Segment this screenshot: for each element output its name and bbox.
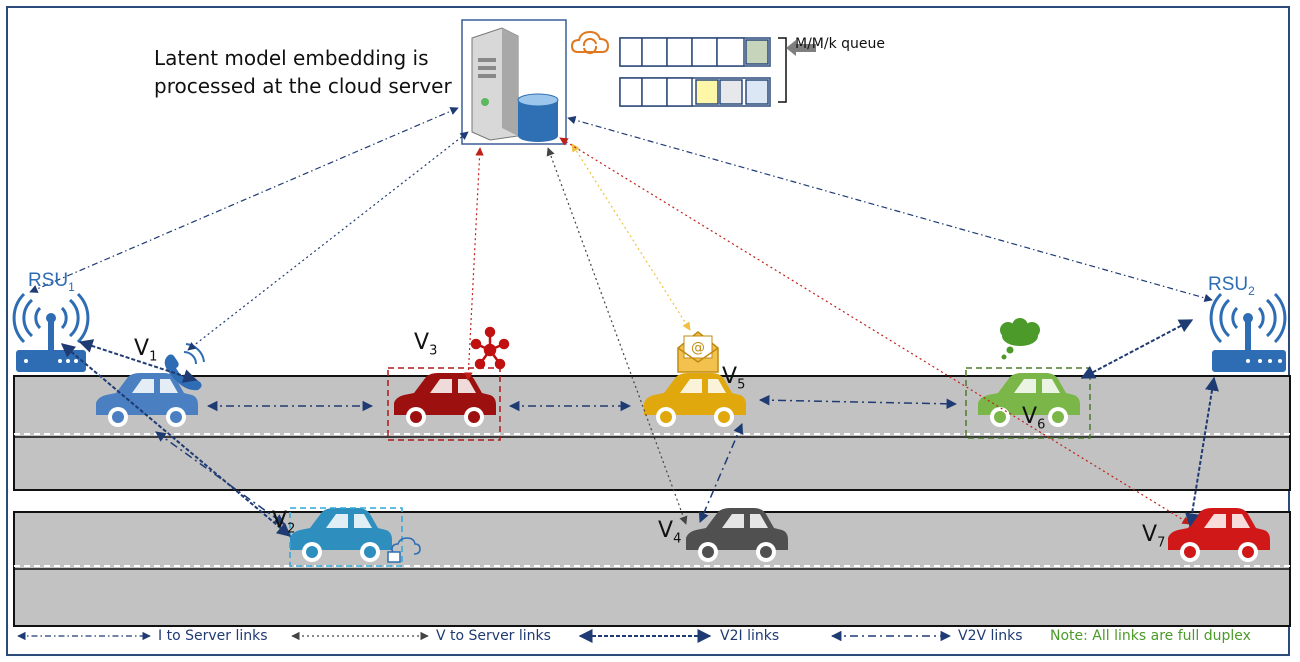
email-envelope-icon: @ bbox=[677, 331, 719, 373]
queue-label: M/M/k queue bbox=[795, 36, 886, 52]
legend-v2i: V2I links bbox=[720, 628, 780, 644]
legend-v2v: V2V links bbox=[958, 628, 1023, 644]
diagram-frame bbox=[6, 6, 1290, 656]
cloud-upload-icon bbox=[387, 537, 421, 563]
queue-bracket bbox=[778, 37, 787, 103]
vehicle-v3-label: V3 bbox=[414, 330, 438, 359]
vehicle-v1-label: V1 bbox=[134, 336, 158, 365]
queue-bottom bbox=[619, 77, 771, 107]
caption: Latent model embedding is processed at t… bbox=[154, 44, 474, 100]
caption-line-1: Latent model embedding is bbox=[154, 46, 429, 70]
vehicle-v4-label: V4 bbox=[658, 518, 682, 547]
svg-text:@: @ bbox=[691, 340, 705, 356]
legend-note: Note: All links are full duplex bbox=[1050, 628, 1251, 644]
network-hub-icon bbox=[470, 326, 510, 370]
v3-highlight-box bbox=[387, 367, 501, 441]
cloud-server-icon bbox=[461, 19, 567, 145]
queue-arrow-icon bbox=[786, 40, 816, 56]
v2-highlight-box bbox=[289, 507, 403, 567]
legend-v-to-server: V to Server links bbox=[436, 628, 551, 644]
caption-line-2: processed at the cloud server bbox=[154, 74, 452, 98]
rsu2-icon bbox=[1209, 292, 1287, 372]
legend-i-to-server: I to Server links bbox=[158, 628, 268, 644]
vehicle-v6-label: V6 bbox=[1022, 404, 1046, 433]
vehicle-v7-label: V7 bbox=[1142, 522, 1166, 551]
cloud-sync-icon bbox=[570, 30, 610, 55]
queue-top bbox=[619, 37, 771, 67]
rsu1-label: RSU1 bbox=[28, 270, 75, 294]
vehicle-v2-label: V2 bbox=[272, 508, 296, 537]
thought-bubble-icon bbox=[1000, 318, 1040, 360]
vehicle-v5-label: V5 bbox=[722, 364, 746, 393]
rsu2-label: RSU2 bbox=[1208, 274, 1255, 298]
rsu1-icon bbox=[12, 292, 90, 372]
